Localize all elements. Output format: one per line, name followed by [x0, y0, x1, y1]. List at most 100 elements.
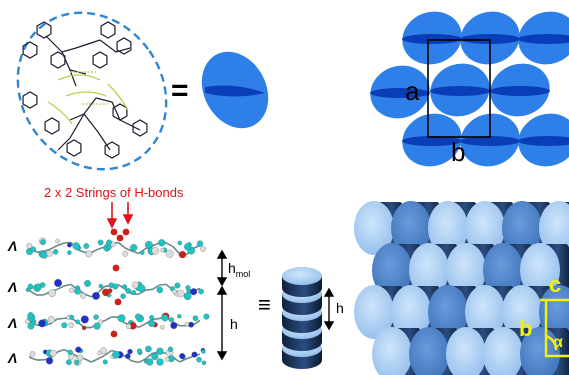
h-mol-main: h [228, 260, 236, 276]
atom [168, 317, 175, 323]
lattice-molecule [460, 11, 520, 65]
disk-stack-column [282, 267, 322, 369]
atom [106, 239, 112, 246]
packed-disk-face [409, 327, 449, 375]
ellipse-band [370, 88, 430, 98]
packed-disk-face [502, 201, 542, 255]
molecular-layer [25, 279, 204, 301]
atom [106, 244, 112, 250]
atom [38, 319, 46, 328]
atom [184, 243, 191, 251]
delta-marker-2: Λ [8, 279, 18, 295]
packed-disk-face [428, 201, 468, 255]
atom [100, 347, 107, 354]
cell-b-label: b [519, 316, 533, 341]
molecular-layers-model [25, 228, 210, 366]
atom [122, 284, 128, 290]
atom [151, 352, 159, 361]
bond [56, 242, 65, 247]
bond [56, 348, 65, 353]
atom [47, 316, 55, 324]
h-layer-arrow [216, 285, 228, 361]
atom [77, 354, 84, 361]
atom [125, 288, 132, 294]
bond [159, 283, 167, 286]
atom [85, 250, 93, 258]
packed-disk [520, 243, 569, 297]
ellipse-band [430, 86, 490, 96]
atom [160, 247, 165, 253]
atom [48, 289, 56, 297]
atom [122, 250, 129, 257]
packed-disk-face [539, 201, 569, 255]
atom [81, 325, 87, 331]
packed-disk-face [391, 201, 431, 255]
atom [203, 313, 210, 320]
hbond-oxygen [116, 234, 124, 242]
atom [185, 285, 191, 291]
molecular-layer [25, 312, 210, 331]
lattice-a-label: a [405, 76, 420, 106]
atom [183, 292, 192, 301]
ellipse-band [460, 136, 520, 146]
packed-disk-face [354, 285, 394, 339]
lattice-b-label: b [451, 137, 466, 167]
molecule-sketch [16, 11, 168, 171]
atom [160, 325, 165, 330]
bond [84, 358, 92, 363]
atom [54, 279, 63, 287]
lattice-molecule [518, 113, 569, 167]
bond [90, 248, 99, 254]
atom [125, 323, 132, 330]
atom [75, 346, 82, 353]
atom [137, 284, 146, 293]
bond [186, 355, 194, 360]
packed-disk-face [391, 285, 431, 339]
atom [174, 282, 181, 289]
atom [75, 319, 80, 325]
h-mol-subscript: mol [235, 268, 251, 279]
bond [90, 358, 99, 363]
bond [131, 250, 140, 255]
h-stack-arrow [323, 287, 335, 331]
packed-disk-face [354, 201, 394, 255]
bond [192, 319, 201, 326]
atom [84, 279, 91, 287]
bond [29, 290, 38, 296]
atom [170, 322, 178, 329]
atom [201, 360, 207, 366]
atom [40, 239, 46, 245]
atom [80, 315, 89, 324]
packed-disk-face [520, 243, 560, 297]
atom [131, 281, 139, 289]
bond [84, 293, 92, 298]
bond [145, 352, 153, 360]
atom [97, 239, 104, 246]
bond [179, 358, 187, 363]
hbond-oxygen [110, 228, 118, 236]
atom [176, 289, 185, 298]
ellipse-band [460, 34, 520, 44]
delta-marker-4: Λ [8, 350, 18, 366]
atom [40, 251, 48, 259]
atom [92, 292, 100, 300]
atom [158, 239, 166, 247]
hbond-arrows [106, 202, 134, 229]
atom [108, 282, 115, 288]
atom [80, 292, 86, 299]
atom [102, 359, 108, 365]
atom [39, 282, 46, 288]
packed-disk-face [409, 243, 449, 297]
molecular-layer [26, 237, 206, 259]
atom [93, 322, 101, 330]
benzene-ring [92, 51, 108, 69]
cell-alpha-label: α [553, 334, 563, 351]
atom [156, 347, 164, 355]
atom [184, 322, 190, 327]
hbond-oxygen [122, 228, 130, 236]
atom [27, 322, 35, 330]
atom [61, 322, 68, 329]
benzene-ring [132, 119, 148, 137]
h-mol-label: hmol [228, 260, 250, 279]
